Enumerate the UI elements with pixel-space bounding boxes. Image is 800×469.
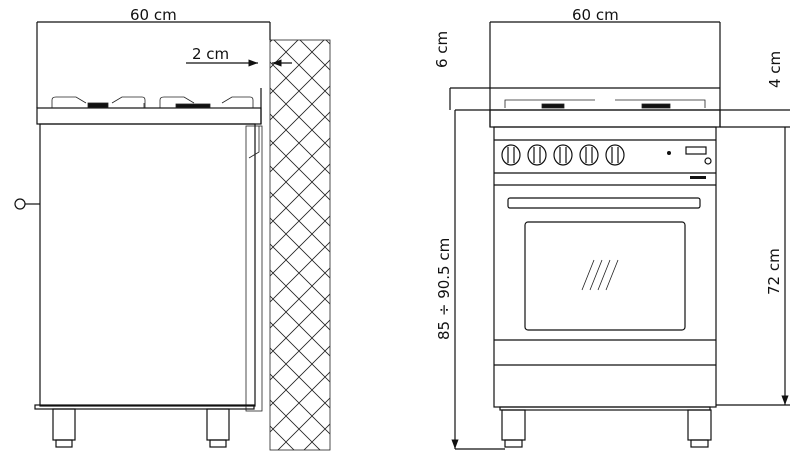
hob-plate bbox=[36, 107, 262, 125]
brand-logo bbox=[690, 176, 706, 179]
timer-display bbox=[685, 146, 707, 155]
wall-gap-label: 2 cm bbox=[192, 45, 229, 63]
backguard-height-label: 6 cm bbox=[433, 31, 451, 68]
total-height-label: 85 ÷ 90.5 cm bbox=[435, 238, 453, 340]
side-view: 60 cm 2 cm bbox=[14, 6, 331, 451]
burner-icon bbox=[504, 99, 706, 109]
wall bbox=[269, 39, 331, 451]
front-width-label: 60 cm bbox=[572, 6, 619, 24]
body-height-label: 72 cm bbox=[765, 248, 783, 295]
leg bbox=[206, 408, 230, 441]
oven-handle bbox=[507, 197, 701, 209]
side-width-label: 60 cm bbox=[130, 6, 177, 24]
leg bbox=[687, 409, 712, 441]
burner-icon bbox=[51, 96, 254, 109]
control-knobs bbox=[501, 144, 625, 166]
leg bbox=[52, 408, 76, 441]
leg bbox=[501, 409, 526, 441]
side-body bbox=[39, 123, 256, 407]
front-view: 60 cm 6 cm 4 cm 85 ÷ 90.5 cm 72 cm bbox=[433, 6, 790, 450]
indicator-light bbox=[667, 151, 671, 155]
hob-height-label: 4 cm bbox=[766, 51, 784, 88]
oven-window bbox=[524, 221, 686, 331]
